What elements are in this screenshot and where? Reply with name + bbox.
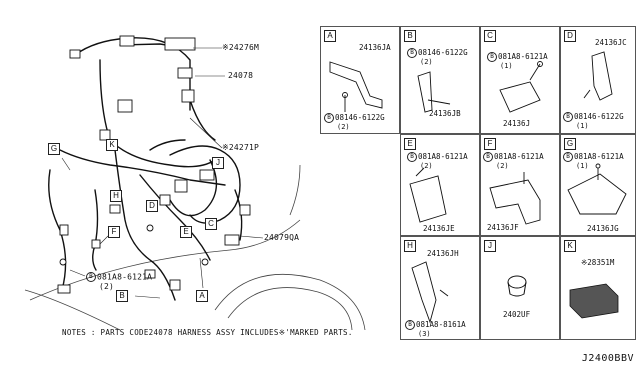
part-24136jc: 24136JC	[595, 38, 627, 47]
cell-letter-G: G	[564, 138, 576, 150]
notes-text: NOTES : PARTS CODE24078 HARNESS ASSY INC…	[62, 328, 353, 337]
part-24136j: 24136J	[503, 119, 531, 128]
leader-lines	[61, 47, 264, 299]
bolt-symbol-icon: B	[405, 320, 415, 330]
bolt-symbol-icon: B	[483, 152, 493, 162]
cell-letter-J: J	[484, 240, 496, 252]
part-24136je: 24136JE	[423, 224, 455, 233]
callout-24078: 24078	[228, 71, 254, 80]
cell-letter-A: A	[324, 30, 336, 42]
bracket-A-drawing	[329, 61, 383, 112]
part-24136jf: 24136JF	[487, 223, 519, 232]
part-24136jg: 24136JG	[587, 224, 619, 233]
bracket-F-drawing	[489, 172, 541, 225]
part-2402uf: 2402UF	[503, 310, 531, 319]
view-label-K: K	[106, 139, 118, 151]
callout-24271p: ※24271P	[222, 143, 260, 152]
cell-letter-C: C	[484, 30, 496, 42]
cell-letter-E: E	[404, 138, 416, 150]
cell-letter-D: D	[564, 30, 576, 42]
bolt-symbol-icon: B	[563, 152, 573, 162]
cell-letter-B: B	[404, 30, 416, 42]
cell-letter-K: K	[564, 240, 576, 252]
view-label-A: A	[196, 290, 208, 302]
callout-24079qa: 24079QA	[264, 233, 300, 242]
part-24136ja: 24136JA	[359, 43, 391, 52]
detail-cell-K: K ※28351M	[560, 236, 636, 340]
bolt-symbol-icon: B	[407, 152, 417, 162]
view-label-E: E	[180, 226, 192, 238]
bolt-symbol-icon: B	[407, 48, 417, 58]
part-24136jb: 24136JB	[429, 109, 461, 118]
view-label-B: B	[116, 290, 128, 302]
view-label-H: H	[110, 190, 122, 202]
detail-cell-J: J 2402UF	[480, 236, 560, 340]
bolt-symbol-icon: B	[487, 52, 497, 62]
part-24136jh: 24136JH	[427, 249, 459, 258]
view-label-D: D	[146, 200, 158, 212]
view-label-G: G	[48, 143, 60, 155]
bolt-symbol-icon: B	[563, 112, 573, 122]
cell-letter-F: F	[484, 138, 496, 150]
bolt-symbol-icon: B	[86, 272, 96, 282]
bracket-G-drawing	[567, 163, 627, 215]
cell-letter-H: H	[404, 240, 416, 252]
diagram-code: J2400BBV	[581, 353, 634, 364]
view-label-F: F	[108, 226, 120, 238]
bracket-B-drawing	[417, 71, 451, 113]
bracket-D-drawing	[583, 51, 613, 101]
bracket-H-drawing	[411, 261, 449, 324]
callout-24276m: ※24276M	[222, 43, 260, 52]
part-28351m: ※28351M	[581, 258, 615, 267]
bracket-E-drawing	[409, 167, 447, 223]
bracket-C-drawing	[499, 61, 543, 113]
clip-J-drawing	[507, 275, 527, 297]
bolt-symbol-icon: B	[324, 113, 334, 123]
view-label-J: J	[212, 157, 224, 169]
harness-connectors	[57, 35, 251, 294]
module-K-drawing	[569, 283, 619, 319]
body-panel-outline	[24, 164, 366, 331]
view-label-C: C	[205, 218, 217, 230]
